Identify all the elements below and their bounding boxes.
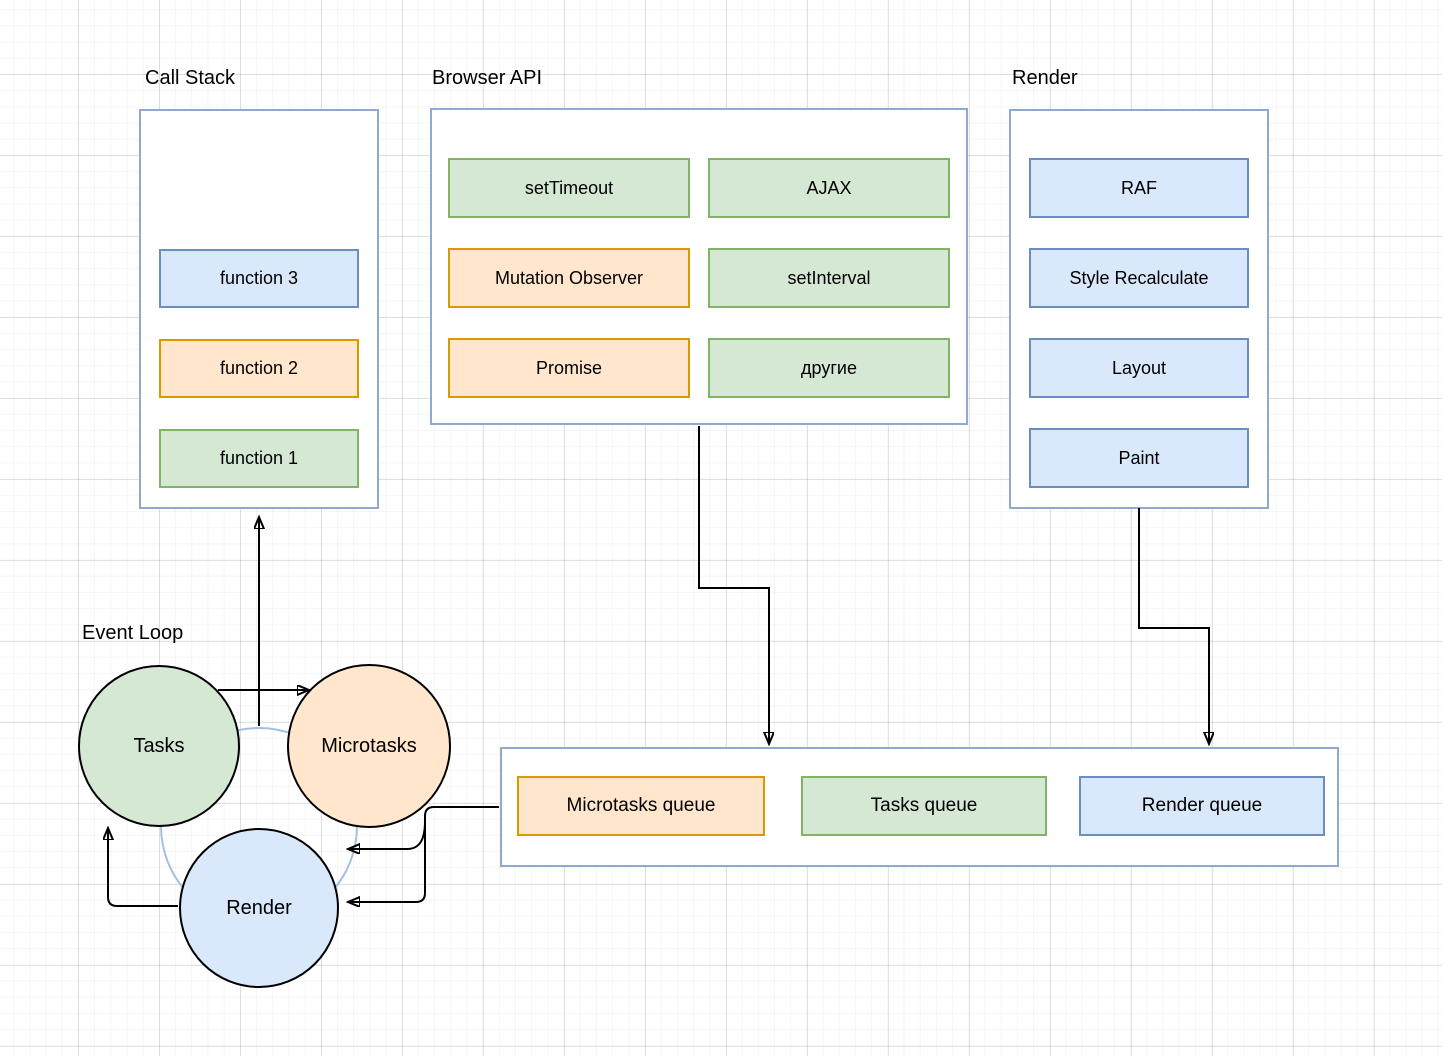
render-step-paint: Paint xyxy=(1029,428,1249,488)
call-stack-frame-function-1: function 1 xyxy=(159,429,359,488)
render-step-raf: RAF xyxy=(1029,158,1249,218)
event-loop-circle-microtasks: Microtasks xyxy=(287,664,451,828)
render-title: Render xyxy=(1012,67,1078,89)
queue-render: Render queue xyxy=(1079,776,1325,836)
api-mutation-observer: Mutation Observer xyxy=(448,248,690,308)
arrow-browser-api-to-queues xyxy=(698,426,769,744)
render-step-style-recalculate: Style Recalculate xyxy=(1029,248,1249,308)
arrow-render-to-queues xyxy=(1138,508,1209,744)
call-stack-frame-function-3: function 3 xyxy=(159,249,359,308)
api-promise: Promise xyxy=(448,338,690,398)
event-loop-circle-tasks: Tasks xyxy=(78,665,240,827)
browser-api-title: Browser API xyxy=(432,67,543,89)
event-loop-title: Event Loop xyxy=(82,622,184,644)
call-stack-title: Call Stack xyxy=(145,67,236,89)
api-setinterval: setInterval xyxy=(708,248,950,308)
queue-tasks: Tasks queue xyxy=(801,776,1047,836)
api-ajax: AJAX xyxy=(708,158,950,218)
queue-microtasks: Microtasks queue xyxy=(517,776,765,836)
render-step-layout: Layout xyxy=(1029,338,1249,398)
event-loop-circle-render: Render xyxy=(179,828,339,988)
api-others: другие xyxy=(708,338,950,398)
call-stack-frame-function-2: function 2 xyxy=(159,339,359,398)
api-settimeout: setTimeout xyxy=(448,158,690,218)
